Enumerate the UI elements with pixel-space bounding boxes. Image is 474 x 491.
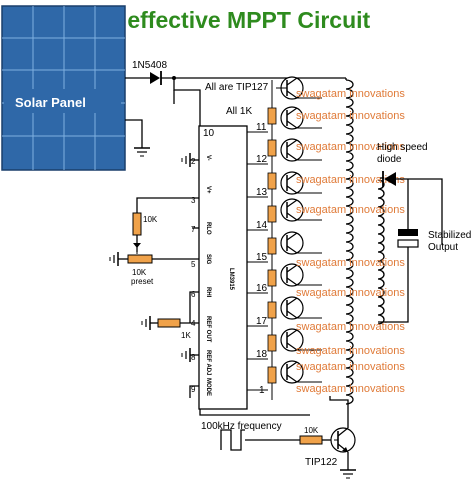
- svg-text:swagatam innovations: swagatam innovations: [296, 141, 405, 153]
- ground-icon: [181, 153, 191, 167]
- svg-text:swagatam innovations: swagatam innovations: [296, 204, 405, 216]
- coil-left-windings: [345, 79, 354, 405]
- svg-text:swagatam innovations: swagatam innovations: [296, 383, 405, 395]
- preset-sub-label: preset: [131, 277, 154, 286]
- transistor-array: [276, 76, 304, 384]
- svg-text:swagatam innovations: swagatam innovations: [296, 345, 405, 357]
- svg-text:swagatam innovations: swagatam innovations: [296, 257, 405, 269]
- resistor-note: All 1K: [226, 106, 252, 117]
- svg-text:swagatam innovations: swagatam innovations: [296, 88, 405, 100]
- high-speed-diode-label: High speed: [377, 142, 428, 153]
- tapped-inductor: [345, 79, 354, 405]
- ic-pin-name-ref-adj: REF ADJ: [205, 350, 211, 375]
- ground-icon: [134, 147, 150, 157]
- square-wave-icon: [220, 429, 245, 451]
- svg-text:swagatam innovations: swagatam innovations: [296, 110, 405, 122]
- ic-pin-11: 11: [256, 122, 267, 133]
- resistor-1k: [157, 318, 181, 328]
- ic-pin-6: 6: [191, 290, 196, 299]
- resistor-ladder: [267, 80, 277, 400]
- resistor-10k-label: 10K: [143, 215, 158, 224]
- svg-text:swagatam innovations: swagatam innovations: [296, 287, 405, 299]
- ic-pin-13: 13: [256, 187, 268, 198]
- ground-icon: [181, 348, 191, 362]
- ic-pin-2: 2: [191, 157, 196, 166]
- ic-pin-15: 15: [256, 252, 268, 263]
- ic-pin-name-sig: SIG: [205, 254, 211, 265]
- base-resistor-label: 10K: [304, 426, 319, 435]
- diode-1n5408: [150, 71, 162, 85]
- svg-text:swagatam innovations: swagatam innovations: [296, 174, 405, 186]
- ic-lm3915: LM3915 V- V+ RLO SIG RHI REF OUT REF ADJ…: [198, 125, 248, 410]
- ic-pin-16: 16: [256, 283, 268, 294]
- solar-panel: Solar Panel: [1, 5, 126, 171]
- ic-pin-name-rlo: RLO: [205, 222, 211, 235]
- ic-pin-name-mode: MODE: [205, 378, 211, 396]
- ic-pin-name-v-minus: V-: [205, 155, 211, 161]
- ground-icon: [141, 316, 151, 330]
- ic-pin-1: 1: [259, 385, 265, 396]
- ic-pin-3: 3: [191, 196, 196, 205]
- stabilized-capacitor: [397, 229, 419, 248]
- output-inductor: [377, 179, 385, 325]
- frequency-label: 100kHz frequency: [201, 421, 282, 432]
- ground-icon: [340, 469, 356, 479]
- ic-pin-5: 5: [191, 260, 196, 269]
- high-speed-diode: [382, 171, 396, 187]
- base-resistor-10k: [299, 435, 323, 445]
- preset-10k: [127, 243, 153, 264]
- ic-pin-10: 10: [203, 128, 215, 139]
- ic-pin-8: 8: [191, 353, 196, 362]
- diode-1n5408-label: 1N5408: [132, 60, 167, 71]
- ic-pin-18: 18: [256, 349, 268, 360]
- preset-label: 10K: [132, 268, 147, 277]
- ground-icon: [109, 252, 119, 266]
- coil-right-windings: [377, 179, 385, 325]
- ic-pin-9: 9: [191, 385, 196, 394]
- high-speed-diode-label-2: diode: [377, 154, 402, 165]
- ic-name-label: LM3915: [228, 268, 234, 291]
- transistor-note: All are TIP127: [205, 82, 269, 93]
- solar-panel-label: Solar Panel: [15, 95, 86, 110]
- ic-pin-name-v-plus: V+: [205, 186, 211, 194]
- resistor-10k: [132, 212, 142, 236]
- capacitor-label-2: Output: [428, 242, 458, 253]
- ic-pin-14: 14: [256, 220, 268, 231]
- tip122-transistor: [330, 427, 356, 453]
- ic-pin-17: 17: [256, 316, 268, 327]
- svg-text:swagatam innovations: swagatam innovations: [296, 321, 405, 333]
- watermark: swagatam innovations swagatam innovation…: [296, 88, 405, 395]
- tip122-label: TIP122: [305, 457, 338, 468]
- ic-pin-12: 12: [256, 154, 268, 165]
- collector-taps: [297, 97, 322, 383]
- svg-text:swagatam innovations: swagatam innovations: [296, 361, 405, 373]
- ic-pin-7: 7: [191, 225, 196, 234]
- resistor-1k-label: 1K: [181, 331, 191, 340]
- capacitor-label: Stabilized: [428, 230, 471, 241]
- ic-pin-name-rhi: RHI: [205, 287, 211, 298]
- ic-output-pins: [247, 131, 268, 391]
- ic-pin-name-ref-out: REF OUT: [205, 316, 211, 343]
